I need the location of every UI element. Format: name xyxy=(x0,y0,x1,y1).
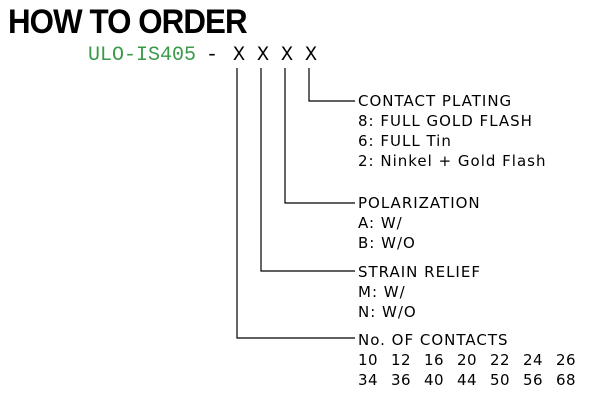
part-separator: - xyxy=(206,44,219,67)
leader-line-contacts xyxy=(236,68,355,339)
polarization-block: POLARIZATION A: W/ B: W/O xyxy=(358,193,481,253)
contact-count: 24 xyxy=(523,351,544,369)
contact-count: 36 xyxy=(391,371,412,389)
contact-count: 56 xyxy=(523,371,544,389)
model-number: ULO-IS405 xyxy=(88,44,197,67)
contact-count: 40 xyxy=(424,371,445,389)
contact-count: 50 xyxy=(490,371,511,389)
contacts-block: No. OF CONTACTS 10 12 16 20 22 24 26 34 … xyxy=(358,330,589,390)
contact-plating-option: 6: FULL Tin xyxy=(358,132,452,150)
contact-count: 22 xyxy=(490,351,511,369)
polarization-option: B: W/O xyxy=(358,234,416,252)
leader-line-strain-relief xyxy=(260,68,355,272)
leader-line-contact-plating xyxy=(308,68,355,102)
strain-relief-heading: STRAIN RELIEF xyxy=(358,263,481,281)
contact-count: 44 xyxy=(457,371,478,389)
contact-count: 26 xyxy=(556,351,577,369)
strain-relief-block: STRAIN RELIEF M: W/ N: W/O xyxy=(358,262,481,322)
contact-count: 68 xyxy=(556,371,577,389)
contact-count: 10 xyxy=(358,351,379,369)
contact-count: 16 xyxy=(424,351,445,369)
contact-count: 20 xyxy=(457,351,478,369)
contact-count: 34 xyxy=(358,371,379,389)
contact-count: 12 xyxy=(391,351,412,369)
contact-plating-heading: CONTACT PLATING xyxy=(358,92,513,110)
placeholder-polarization: X xyxy=(280,44,293,67)
polarization-option: A: W/ xyxy=(358,214,403,232)
strain-relief-option: M: W/ xyxy=(358,283,406,301)
polarization-heading: POLARIZATION xyxy=(358,194,481,212)
contacts-row-1: 10 12 16 20 22 24 26 xyxy=(358,350,589,370)
leader-line-polarization xyxy=(284,68,355,204)
strain-relief-option: N: W/O xyxy=(358,303,417,321)
contact-plating-block: CONTACT PLATING 8: FULL GOLD FLASH 6: FU… xyxy=(358,91,546,171)
placeholder-contact-plating: X xyxy=(304,44,317,67)
placeholder-strain-relief: X xyxy=(256,44,269,67)
placeholder-contacts: X xyxy=(232,44,245,67)
contacts-heading: No. OF CONTACTS xyxy=(358,331,509,349)
contact-plating-option: 8: FULL GOLD FLASH xyxy=(358,112,533,130)
page-title: HOW TO ORDER xyxy=(8,3,248,41)
contacts-row-2: 34 36 40 44 50 56 68 xyxy=(358,370,589,390)
contact-plating-option: 2: Ninkel + Gold Flash xyxy=(358,152,547,170)
